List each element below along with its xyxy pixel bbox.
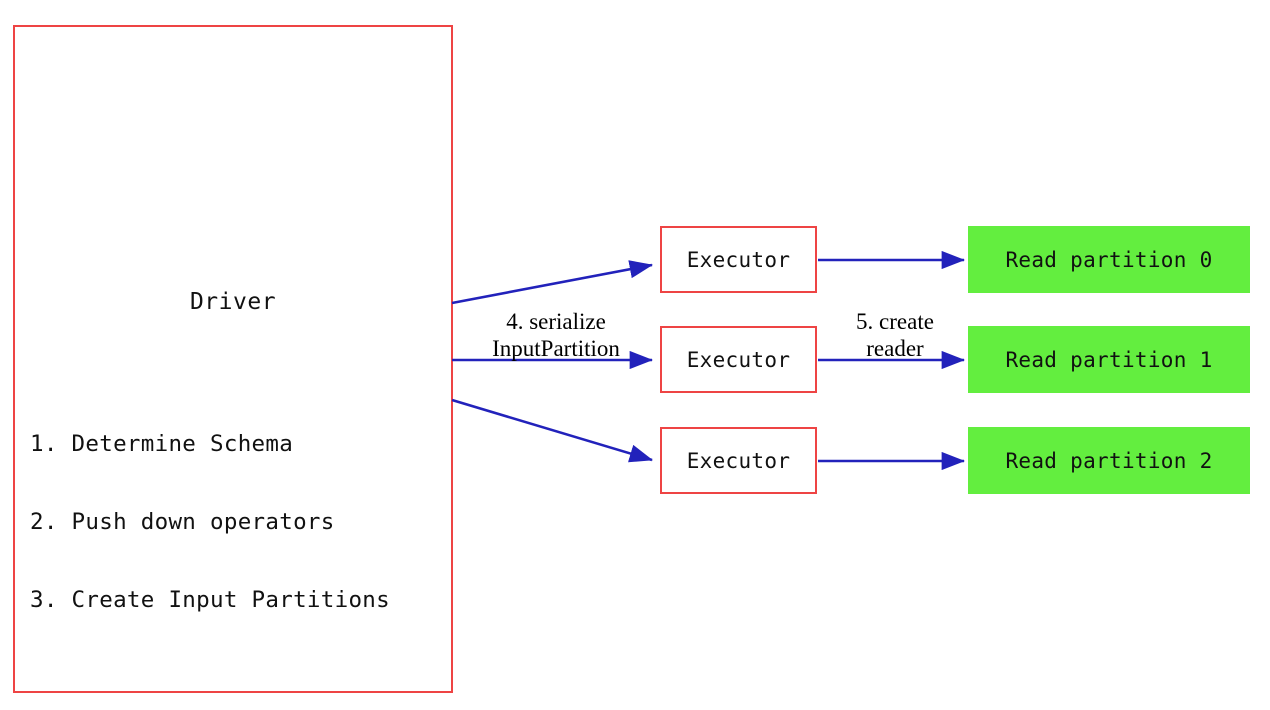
executor-label-0: Executor bbox=[686, 247, 791, 272]
arrow-label-serialize: 4. serialize InputPartition bbox=[456, 308, 656, 362]
driver-step-3: 3. Create Input Partitions bbox=[30, 587, 390, 613]
read-partition-box-1: Read partition 1 bbox=[968, 326, 1250, 393]
driver-steps-list: 1. Determine Schema 2. Push down operato… bbox=[30, 379, 390, 665]
driver-box: Driver 1. Determine Schema 2. Push down … bbox=[13, 25, 453, 693]
read-partition-label-0: Read partition 0 bbox=[1005, 247, 1213, 272]
arrow-label-create-reader: 5. create reader bbox=[830, 308, 960, 362]
driver-step-1: 1. Determine Schema bbox=[30, 431, 294, 457]
arrow-label-create-reader-line-2: reader bbox=[866, 336, 924, 361]
driver-step-2: 2. Push down operators bbox=[30, 509, 335, 535]
arrow-label-serialize-line-1: 4. serialize bbox=[506, 309, 606, 334]
executor-box-0: Executor bbox=[660, 226, 817, 293]
arrow-label-serialize-line-2: InputPartition bbox=[492, 336, 620, 361]
executor-box-1: Executor bbox=[660, 326, 817, 393]
arrow-driver-to-executor-0 bbox=[451, 260, 654, 305]
executor-label-1: Executor bbox=[686, 347, 791, 372]
executor-label-2: Executor bbox=[686, 448, 791, 473]
arrow-driver-to-executor-2 bbox=[451, 398, 653, 463]
executor-box-2: Executor bbox=[660, 427, 817, 494]
read-partition-label-2: Read partition 2 bbox=[1005, 448, 1213, 473]
read-partition-label-1: Read partition 1 bbox=[1005, 347, 1213, 372]
driver-title: Driver bbox=[189, 289, 277, 315]
read-partition-box-0: Read partition 0 bbox=[968, 226, 1250, 293]
read-partition-box-2: Read partition 2 bbox=[968, 427, 1250, 494]
arrow-label-create-reader-line-1: 5. create bbox=[856, 309, 934, 334]
